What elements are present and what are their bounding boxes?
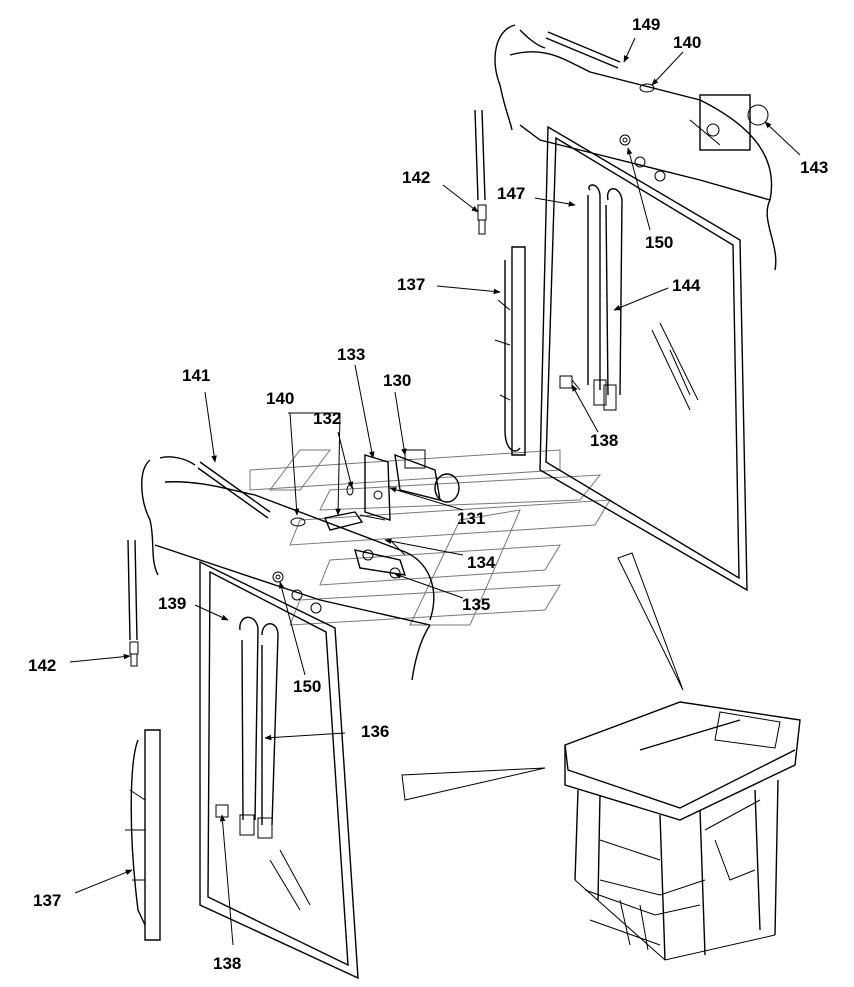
label-131: 131 bbox=[457, 509, 485, 528]
callout-wedge-front bbox=[401, 767, 546, 801]
label-147: 147 bbox=[497, 184, 525, 203]
front-window-assembly bbox=[125, 456, 435, 980]
callout-wedge-rear bbox=[617, 552, 684, 691]
label-132: 132 bbox=[313, 409, 341, 428]
label-137-bottom: 137 bbox=[33, 891, 61, 910]
label-138-top: 138 bbox=[590, 431, 618, 450]
label-130: 130 bbox=[383, 371, 411, 390]
label-140-left: 140 bbox=[266, 389, 294, 408]
label-142-top: 142 bbox=[402, 168, 430, 187]
label-135: 135 bbox=[462, 595, 490, 614]
label-133: 133 bbox=[337, 345, 365, 364]
label-136: 136 bbox=[361, 722, 389, 741]
part-number-labels: 149 140 143 142 147 150 137 144 133 130 … bbox=[28, 15, 828, 973]
label-144: 144 bbox=[672, 276, 701, 295]
wiper-motor-assembly bbox=[324, 449, 460, 579]
label-138-bottom: 138 bbox=[213, 954, 241, 973]
label-143: 143 bbox=[800, 158, 828, 177]
top-window-assembly bbox=[474, 24, 777, 592]
watermark-logo bbox=[249, 449, 611, 626]
label-140-top: 140 bbox=[673, 33, 701, 52]
label-149: 149 bbox=[632, 15, 660, 34]
label-139: 139 bbox=[158, 594, 186, 613]
cab-overview bbox=[564, 701, 801, 961]
label-137-top: 137 bbox=[397, 275, 425, 294]
label-141: 141 bbox=[182, 366, 210, 385]
leader-lines bbox=[69, 37, 801, 946]
label-134: 134 bbox=[467, 553, 496, 572]
label-150-top: 150 bbox=[645, 233, 673, 252]
label-150-bottom: 150 bbox=[293, 677, 321, 696]
label-142-left: 142 bbox=[28, 656, 56, 675]
